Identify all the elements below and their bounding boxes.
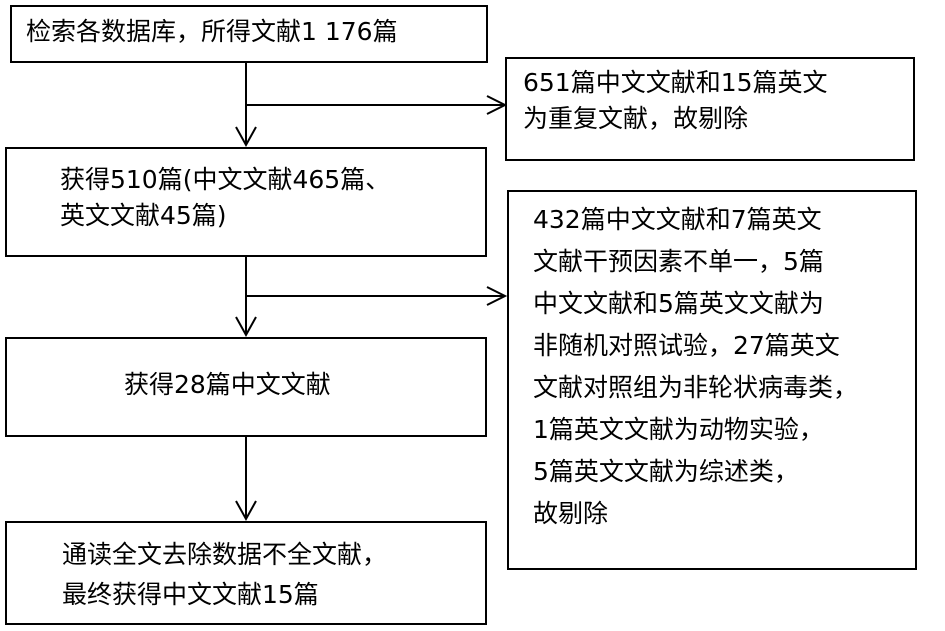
exclude2-line-1: 432篇中文文献和7篇英文 [533, 205, 822, 234]
step3-box [5, 337, 487, 437]
exclude2-line-8: 故剔除 [533, 499, 609, 528]
step2-line-1: 获得510篇(中文文献465篇、 [60, 165, 391, 194]
arrowhead-step4 [235, 500, 257, 522]
step4-box [5, 521, 487, 625]
exclude1-line-2: 为重复文献，故剔除 [523, 104, 749, 133]
exclude2-line-3: 中文文献和5篇英文文献为 [533, 289, 824, 318]
step1-text: 检索各数据库，所得文献1 176篇 [26, 17, 398, 46]
exclude2-box [507, 190, 917, 570]
step2-line-2: 英文文献45篇) [60, 201, 227, 230]
exclude1-line-1: 651篇中文文献和15篇英文 [523, 68, 828, 97]
arrowhead-exclude2 [486, 286, 508, 306]
step3-text: 获得28篇中文文献 [124, 370, 331, 399]
step1-box [10, 5, 488, 63]
exclude2-line-2: 文献干预因素不单一，5篇 [533, 247, 824, 276]
step4-line-2: 最终获得中文文献15篇 [62, 580, 319, 609]
step2-box [5, 147, 487, 257]
exclude1-box [505, 57, 915, 161]
arrowhead-step2 [235, 126, 257, 148]
step4-line-1: 通读全文去除数据不全文献， [62, 540, 388, 569]
exclude2-line-5: 文献对照组为非轮状病毒类， [533, 373, 859, 402]
exclude2-line-4: 非随机对照试验，27篇英文 [533, 331, 840, 360]
arrowhead-step3 [235, 316, 257, 338]
exclude2-line-7: 5篇英文文献为综述类， [533, 457, 799, 486]
exclude2-line-6: 1篇英文文献为动物实验， [533, 415, 824, 444]
